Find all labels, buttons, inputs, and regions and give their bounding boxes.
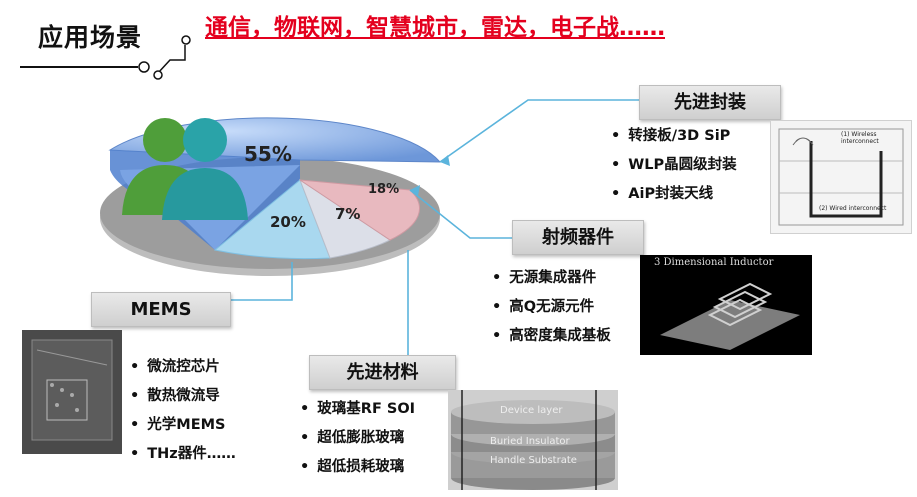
label-55: 55% — [244, 142, 292, 166]
materials-title: 先进材料 — [309, 355, 456, 390]
pie-slice-20 — [213, 179, 331, 260]
rf-title: 射频器件 — [512, 220, 644, 255]
applications-headline: 通信，物联网，智慧城市，雷达，电子战…… — [205, 15, 665, 41]
users-icon — [122, 118, 248, 220]
packaging-image-text-1: (1) Wireless interconnect — [841, 131, 879, 145]
layer-buried: Buried Insulator — [490, 436, 570, 447]
list-item: 光学MEMS — [130, 411, 236, 440]
connector-lines — [228, 99, 640, 375]
list-item: 微流控芯片 — [130, 353, 236, 382]
rf-image: 3 Dimensional Inductor — [640, 255, 812, 355]
label-20: 20% — [270, 213, 306, 231]
list-item: 散热微流导 — [130, 382, 236, 411]
packaging-image: (1) Wireless interconnect (2) Wired inte… — [770, 120, 912, 234]
list-item: 超低损耗玻璃 — [300, 453, 415, 482]
mems-title: MEMS — [91, 292, 231, 327]
list-item: 高Q无源元件 — [492, 293, 611, 322]
packaging-list: 转接板/3D SiP WLP晶圆级封装 AiP封装天线 — [611, 122, 737, 209]
list-item: WLP晶圆级封装 — [611, 151, 736, 180]
packaging-image-text-2: (2) Wired interconnect — [819, 205, 887, 212]
list-item: 转接板/3D SiP — [611, 122, 737, 151]
mems-image — [22, 330, 122, 454]
materials-image: Device layer Buried Insulator Handle Sub… — [448, 390, 618, 490]
packaging-title: 先进封装 — [639, 85, 781, 120]
list-item: THz器件…… — [130, 440, 235, 469]
label-18: 18% — [368, 182, 400, 197]
layer-device: Device layer — [500, 405, 563, 416]
list-item: AiP封装天线 — [611, 180, 737, 209]
list-item: 玻璃基RF SOI — [300, 395, 415, 424]
list-item: 无源集成器件 — [492, 264, 611, 293]
layer-handle: Handle Substrate — [490, 455, 577, 466]
materials-list: 玻璃基RF SOI 超低膨胀玻璃 超低损耗玻璃 — [300, 395, 415, 482]
page-title: 应用场景 — [38, 23, 143, 52]
rf-image-caption: 3 Dimensional Inductor — [654, 257, 774, 268]
rf-list: 无源集成器件 高Q无源元件 高密度集成基板 — [492, 264, 611, 351]
mems-list: 微流控芯片 散热微流导 光学MEMS THz器件…… — [130, 353, 236, 469]
label-7: 7% — [335, 205, 361, 223]
list-item: 超低膨胀玻璃 — [300, 424, 415, 453]
list-item: 高密度集成基板 — [492, 322, 611, 351]
